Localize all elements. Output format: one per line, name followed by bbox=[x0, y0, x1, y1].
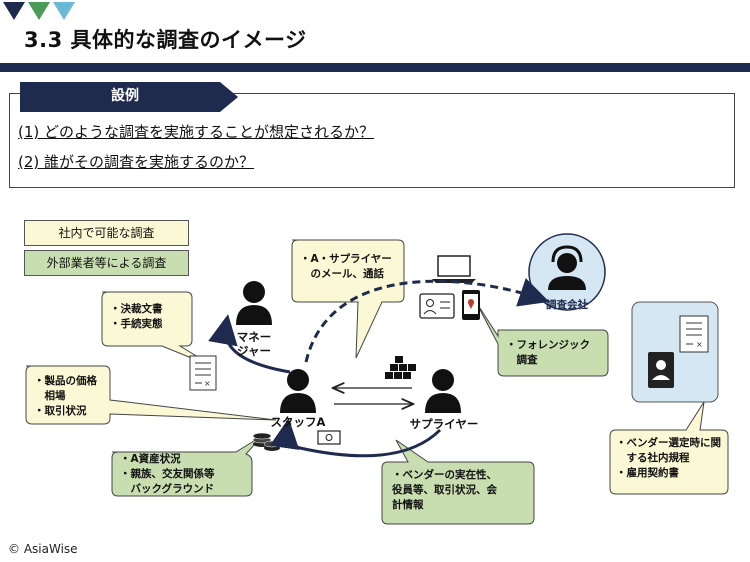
title-underline-bar bbox=[0, 63, 750, 72]
bubble-docs-text: ・決裁文書 ・手続実態 bbox=[110, 303, 163, 330]
staff-label: スタッフA bbox=[270, 415, 326, 429]
svg-text:×: × bbox=[204, 379, 211, 388]
bubble-mail-shape bbox=[291, 239, 405, 359]
bubble-mail-text: ・A・サプライヤー のメール、通話 bbox=[300, 253, 392, 280]
document-icon-panel: × bbox=[679, 315, 709, 353]
arrow-supplier-to-staff bbox=[269, 418, 442, 458]
banknote-icon bbox=[317, 430, 341, 445]
header-triangles bbox=[3, 2, 75, 20]
document-icon-manager: × bbox=[189, 355, 217, 391]
bubble-assets-text: ・A資産状況 ・親族、交友関係等 バックグラウンド bbox=[120, 453, 215, 495]
id-card-icon bbox=[419, 293, 455, 319]
bubble-rules-shape bbox=[609, 401, 729, 495]
svg-text:×: × bbox=[696, 340, 703, 349]
contact-book-icon bbox=[648, 352, 674, 388]
bubble-vendor-shape bbox=[381, 439, 535, 525]
bubble-price-text: ・製品の価格 相場 ・取引状況 bbox=[34, 375, 97, 417]
bubble-forensic-shape bbox=[475, 301, 609, 377]
legend-external: 外部業者等による調査 bbox=[24, 250, 189, 276]
investigator-label: 調査会社 bbox=[546, 299, 588, 311]
coins-icon bbox=[252, 432, 281, 451]
headset-person-icon bbox=[548, 245, 586, 290]
case-question-1: (1) どのような調査を実施することが想定されるか？ bbox=[18, 123, 375, 141]
triangle-navy bbox=[3, 2, 25, 20]
manager-label: マネー ジャー bbox=[236, 330, 272, 358]
phone-location-icon bbox=[462, 290, 480, 320]
manager-person-icon bbox=[236, 281, 272, 325]
bubble-vendor-text: ・ベンダーの実在性、 役員等、取引状況、会 計情報 bbox=[392, 469, 497, 511]
bubble-rules-text: ・ベンダー選定時に関 する社内規程 ・雇用契約書 bbox=[616, 437, 721, 479]
bubble-assets-shape bbox=[111, 435, 263, 497]
legend-internal: 社内で可能な調査 bbox=[24, 220, 189, 246]
arrow-staff-to-manager bbox=[208, 314, 291, 374]
copyright-footer: © AsiaWise bbox=[8, 542, 78, 556]
bubble-price-shape bbox=[25, 365, 277, 425]
case-tab-label: 設例 bbox=[111, 88, 139, 104]
case-question-2: (2) 誰がその調査を実施するのか？ bbox=[18, 153, 255, 171]
boxes-icon bbox=[385, 356, 416, 379]
page-title: 3.3 具体的な調査のイメージ bbox=[24, 28, 307, 52]
triangle-green bbox=[28, 2, 50, 20]
laptop-icon bbox=[432, 255, 476, 283]
arrow-staff-to-investigator-dashed bbox=[304, 278, 550, 363]
supplier-label: サプライヤー bbox=[409, 417, 479, 431]
supplier-person-icon bbox=[425, 369, 461, 413]
staff-person-icon bbox=[280, 369, 316, 413]
bubble-forensic-text: ・フォレンジック 調査 bbox=[506, 339, 590, 366]
triangle-blue bbox=[53, 2, 75, 20]
case-tab bbox=[20, 82, 238, 112]
